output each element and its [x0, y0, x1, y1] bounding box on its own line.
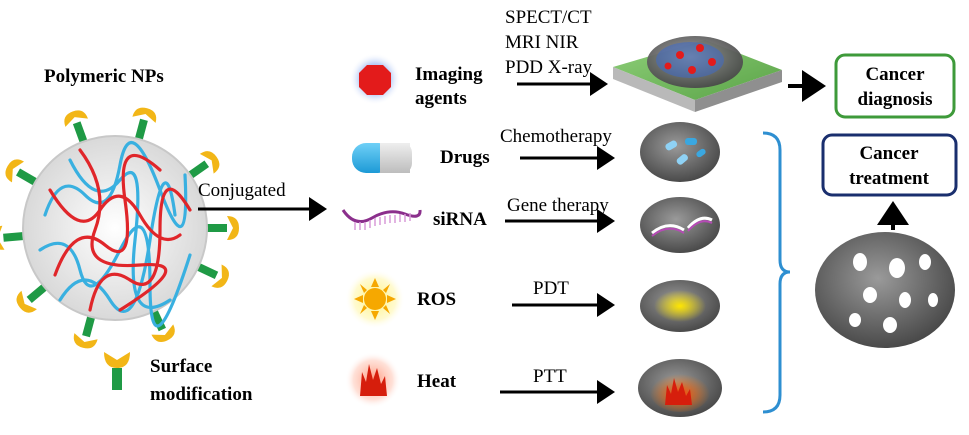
imaging-method-2: MRI NIR [505, 32, 579, 53]
conjugated-label: Conjugated [198, 180, 286, 201]
diagnosis-line-1: Cancer [865, 64, 925, 85]
imaging-method-3: PDD X-ray [505, 57, 593, 78]
ptt-tumor [638, 359, 722, 417]
legend-line-1: Surface [150, 356, 212, 377]
nanoparticle-title: Polymeric NPs [44, 66, 164, 87]
chemo-tumor [640, 122, 720, 182]
cancer-diagnosis-box: Cancer diagnosis [834, 53, 956, 119]
imaging-label-1: Imaging [415, 64, 483, 85]
imaging-agent-icon [359, 65, 391, 95]
treatment-line-2: treatment [849, 168, 930, 189]
ptt-label: PTT [533, 366, 567, 387]
ros-label: ROS [417, 289, 456, 310]
sirna-icon [341, 209, 422, 230]
treatment-bracket [762, 131, 791, 414]
pdt-label: PDT [533, 278, 569, 299]
diagnosis-line-2: diagnosis [858, 89, 933, 110]
drug-capsule-icon [352, 143, 412, 173]
drugs-label: Drugs [440, 147, 490, 168]
legend-line-2: modification [150, 384, 253, 405]
sun-icon [354, 278, 396, 320]
gene-therapy-label: Gene therapy [507, 195, 609, 216]
imaging-label-2: agents [415, 88, 467, 109]
cancer-treatment-box: Cancer treatment [821, 133, 958, 197]
imaging-platform [613, 36, 782, 112]
gene-tumor [640, 197, 720, 253]
imaging-method-1: SPECT/CT [505, 7, 592, 28]
pdt-tumor [640, 280, 720, 332]
sirna-label: siRNA [433, 209, 487, 230]
surface-modification-legend: Surface modification [104, 352, 253, 405]
nanoparticle-core [22, 135, 208, 321]
treatment-line-1: Cancer [859, 143, 919, 164]
heat-label: Heat [417, 371, 457, 392]
ligand-legend-icon [104, 352, 130, 390]
polymeric-nanoparticle [0, 107, 239, 349]
polymer-chains [38, 141, 192, 328]
chemotherapy-label: Chemotherapy [500, 126, 612, 147]
heat-icon [360, 364, 387, 396]
treated-tumor [815, 232, 955, 348]
